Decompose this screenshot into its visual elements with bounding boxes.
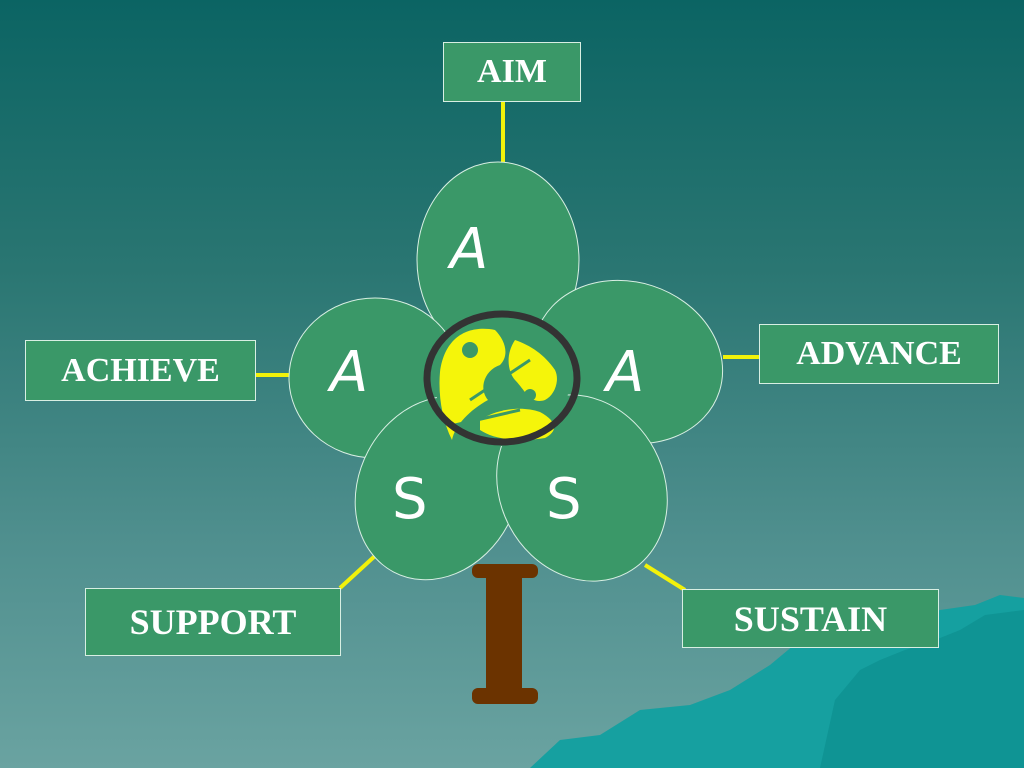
petal-letter-bottom-left: S bbox=[392, 467, 428, 532]
label-support: SUPPORT bbox=[85, 588, 341, 656]
connector-support bbox=[338, 553, 378, 590]
petal-letter-right: A bbox=[606, 340, 645, 405]
petal-letter-bottom-right: S bbox=[546, 467, 582, 532]
label-achieve: ACHIEVE bbox=[25, 340, 256, 401]
globe-icon bbox=[423, 310, 581, 446]
petal-letter-top: A bbox=[450, 217, 489, 282]
label-advance: ADVANCE bbox=[759, 324, 999, 384]
label-sustain: SUSTAIN bbox=[682, 589, 939, 648]
label-aim: AIM bbox=[443, 42, 581, 102]
mountain-ridge bbox=[820, 610, 1024, 768]
trunk bbox=[472, 564, 538, 704]
connector-sustain bbox=[643, 563, 687, 592]
petal-letter-left: A bbox=[330, 340, 369, 405]
